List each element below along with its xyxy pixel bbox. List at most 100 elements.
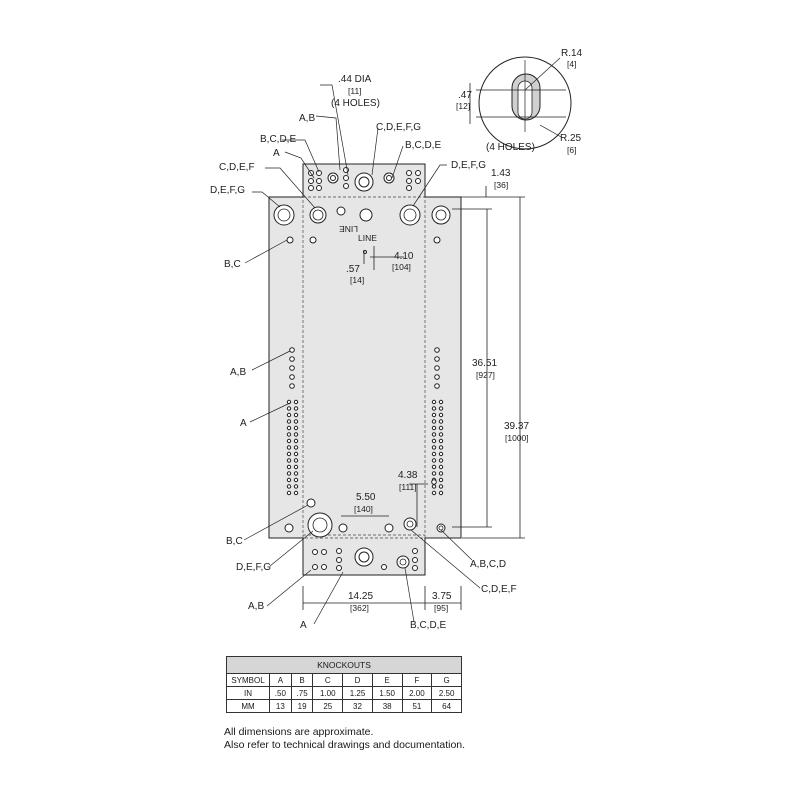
side-dot	[286, 451, 292, 457]
leader-lines	[243, 84, 481, 625]
d47-label: .47	[458, 90, 472, 101]
dim-57-mm: [14]	[350, 275, 364, 285]
side-dot	[286, 419, 292, 424]
header-cell: A	[269, 673, 292, 687]
side-dot	[293, 425, 299, 431]
note-approximate: All dimensions are approximate.	[224, 726, 374, 738]
side-dot	[431, 399, 437, 405]
side-dot	[431, 484, 437, 489]
dia-holes-label: .44 DIA	[338, 74, 372, 85]
keyhole-count: (4 HOLES)	[486, 142, 535, 153]
dia-holes-count: (4 HOLES)	[331, 98, 380, 109]
notes: All dimensions are approximate. Also ref…	[224, 726, 465, 752]
side-dot	[431, 432, 437, 437]
keyhole-detail	[469, 56, 572, 150]
table-cell: 19	[290, 699, 314, 713]
dim-3937: 39.37	[504, 421, 529, 432]
table-cell: 1.25	[342, 686, 373, 700]
side-dot	[286, 445, 292, 450]
knockouts-table: KNOCKOUTS SYMBOL A B C D E F G IN .50 .7…	[226, 656, 462, 713]
table-cell: 38	[371, 699, 403, 713]
line-label: LINE	[358, 233, 377, 243]
header-cell: D	[342, 673, 373, 687]
side-dot	[438, 464, 444, 470]
label-bc-low: B,C	[226, 536, 243, 547]
dim-375: 3.75	[432, 591, 452, 602]
side-dot	[431, 425, 437, 431]
side-dot	[286, 412, 292, 418]
table-cell: 1.00	[312, 686, 344, 700]
side-dot	[431, 451, 437, 457]
side-dot	[293, 419, 299, 424]
label-abcd-right: A,B,C,D	[470, 559, 506, 570]
side-dot	[293, 464, 299, 470]
dim-3937-mm: [1000]	[505, 433, 529, 443]
side-dot	[293, 445, 299, 450]
dim-143: 1.43	[491, 168, 511, 179]
label-defg-top: D,E,F,G	[210, 185, 245, 196]
side-dot	[438, 471, 444, 476]
r14-mm: [4]	[567, 59, 576, 69]
side-dot	[286, 464, 292, 470]
side-dot	[293, 406, 299, 411]
label-cdefg-top: C,D,E,F,G	[376, 122, 421, 133]
side-dot	[431, 490, 437, 496]
dim-375-mm: [95]	[434, 603, 448, 613]
side-dot	[431, 406, 437, 411]
label-bcde-top: B,C,D,E	[260, 134, 296, 145]
header-cell: C	[312, 673, 344, 687]
label-bcde-bottom: B,C,D,E	[410, 620, 446, 631]
dim-550-mm: [140]	[354, 504, 373, 514]
table-cell: 32	[342, 699, 373, 713]
header-cell: B	[290, 673, 314, 687]
side-dot	[293, 432, 299, 437]
side-dot	[438, 458, 444, 463]
dim-410-mm: [104]	[392, 262, 411, 272]
r25-label: R.25	[560, 133, 582, 144]
dim-438: 4.38	[398, 470, 418, 481]
dim-57: .57	[346, 264, 360, 275]
side-dot	[431, 412, 437, 418]
side-dot	[286, 438, 292, 444]
note-refer: Also refer to technical drawings and doc…	[224, 739, 466, 751]
dim-3651: 36.51	[472, 358, 497, 369]
side-dot	[286, 425, 292, 431]
bottom-knockouts	[312, 547, 418, 571]
side-dot	[293, 471, 299, 476]
side-dot	[431, 419, 437, 424]
table-row: MM 13 19 25 32 38 51 64	[226, 699, 462, 713]
table-cell: MM	[226, 699, 270, 713]
dia-holes-mm: [11]	[348, 86, 362, 96]
label-ab-top: A,B	[299, 113, 315, 124]
side-dot	[438, 432, 444, 437]
side-dot	[293, 412, 299, 418]
side-dot	[286, 432, 292, 437]
dimension-lines	[302, 186, 525, 610]
back-top-knockouts	[273, 204, 451, 254]
knockouts-title: KNOCKOUTS	[226, 656, 462, 674]
side-dot	[286, 458, 292, 463]
table-cell: 51	[401, 699, 433, 713]
table-cell: 13	[269, 699, 292, 713]
table-cell: IN	[226, 686, 270, 700]
side-dot	[438, 425, 444, 431]
side-dot	[431, 458, 437, 463]
table-cell: 25	[312, 699, 344, 713]
header-cell: F	[401, 673, 433, 687]
side-dot	[431, 471, 437, 476]
table-cell: 64	[431, 699, 462, 713]
label-cdef-right: C,D,E,F	[481, 584, 517, 595]
label-ab-bottom: A,B	[248, 601, 264, 612]
side-dot	[286, 471, 292, 476]
label-bcde-top2: B,C,D,E	[405, 140, 441, 151]
label-a-top: A	[273, 148, 280, 159]
side-dot	[438, 412, 444, 418]
label-defg-top-right: D,E,F,G	[451, 160, 486, 171]
dim-1425-mm: [362]	[350, 603, 369, 613]
label-bc-left: B,C	[224, 259, 241, 270]
dim-143-mm: [36]	[494, 180, 508, 190]
side-dot	[286, 490, 292, 496]
side-dot	[293, 458, 299, 463]
table-cell: 2.00	[401, 686, 433, 700]
table-cell: 1.50	[371, 686, 403, 700]
